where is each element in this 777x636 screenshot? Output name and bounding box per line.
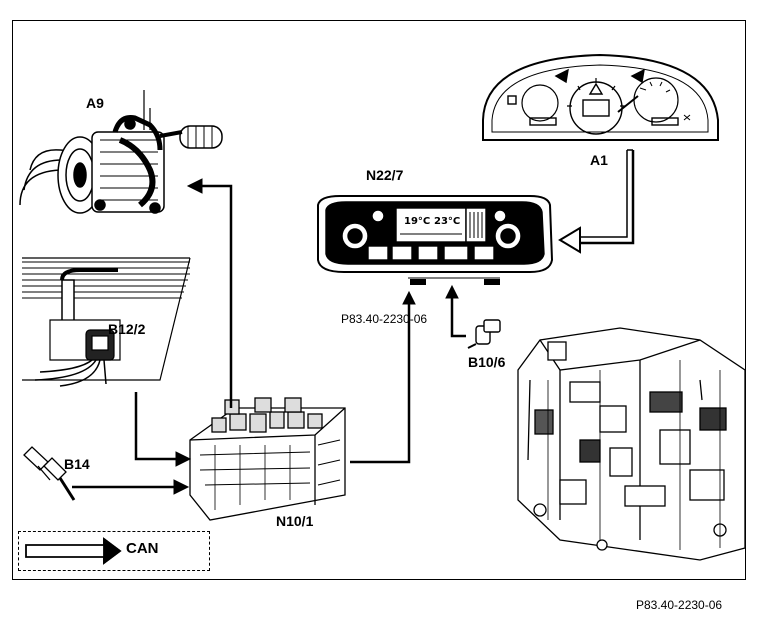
- figure-reference-inner: P83.40-2230-06: [341, 312, 428, 326]
- label-b14: B14: [64, 456, 90, 472]
- line-n10-1-to-n22-7: [350, 303, 411, 464]
- diagram-frame: [12, 20, 746, 580]
- legend-can-label: CAN: [126, 540, 159, 557]
- figure-reference: P83.40-2230-06: [636, 598, 723, 612]
- arrowhead-a1-can: [558, 226, 581, 254]
- label-b12-2: B12/2: [108, 321, 146, 337]
- line-n10-1-to-a9: [200, 184, 233, 408]
- label-a1: A1: [590, 152, 608, 168]
- a9-compressor-illustration: [19, 90, 223, 214]
- b12-2-pressure-sensor-illustration: [22, 257, 191, 387]
- label-n10-1: N10/1: [276, 513, 314, 529]
- hvac-housing-illustration: [517, 327, 746, 561]
- display-temp-right: 23°C: [434, 216, 460, 227]
- arrowhead-to-a9: [186, 178, 203, 194]
- arrowhead-b10-6: [445, 284, 459, 299]
- arrowheads: [173, 178, 581, 495]
- label-n22-7: N22/7: [366, 167, 404, 183]
- b10-6-sensor-illustration: [467, 319, 501, 349]
- n22-7-climate-control-illustration: [317, 195, 554, 285]
- arrowhead-to-n22-7-can: [402, 290, 416, 305]
- legend-can-arrow: [25, 537, 122, 565]
- arrowhead-b12-2: [175, 451, 192, 467]
- legend-box: [18, 531, 210, 571]
- signal-connections: [72, 149, 635, 489]
- label-a9: A9: [86, 95, 104, 111]
- line-b10-6-to-n22-7: [450, 296, 466, 338]
- label-b10-6: B10/6: [468, 354, 506, 370]
- display-temp-left: 19°C: [404, 216, 430, 227]
- a1-instrument-cluster-illustration: [482, 53, 719, 141]
- arrowhead-b14: [173, 479, 190, 495]
- n10-1-control-module-illustration: [189, 397, 346, 521]
- b14-temperature-sensor-illustration: [23, 446, 76, 501]
- line-b12-2-to-n10-1: [134, 392, 180, 461]
